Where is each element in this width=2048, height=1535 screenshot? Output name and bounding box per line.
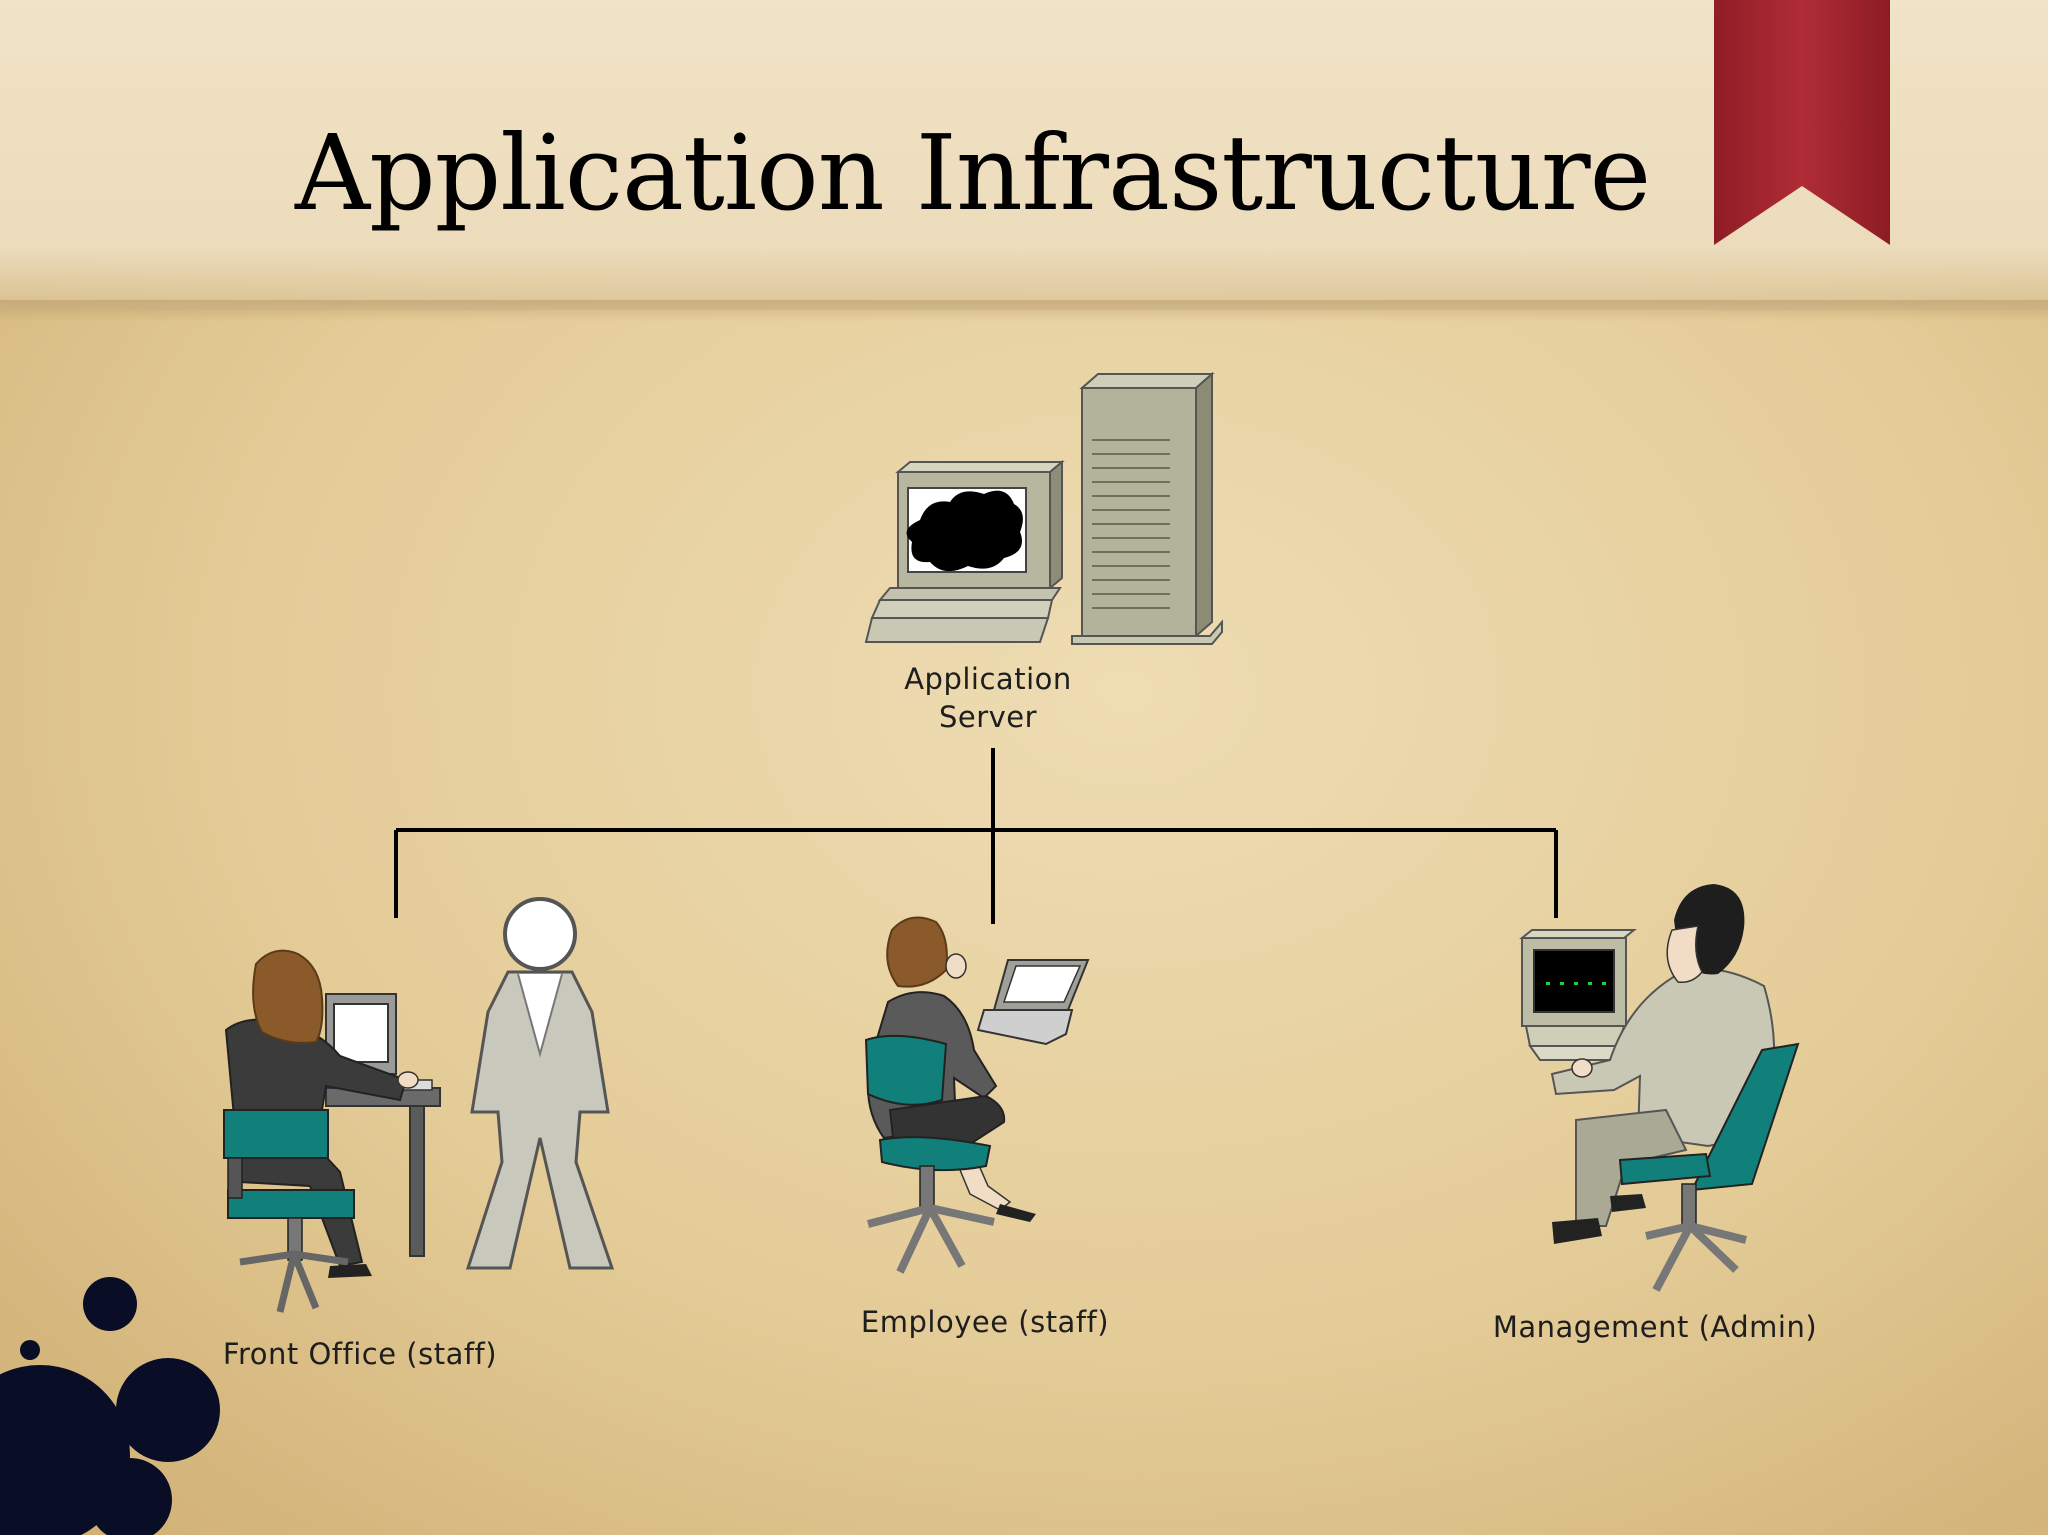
bookmark-ribbon: [1714, 0, 1890, 245]
server-icon: [864, 371, 1223, 645]
server-label-line2: Server: [938, 700, 1038, 734]
employee-label: Employee (staff): [860, 1305, 1110, 1339]
server-label-line1: Application: [904, 662, 1072, 696]
header-band: [0, 0, 2048, 310]
front-office-label: Front Office (staff): [222, 1337, 498, 1371]
crt-monitor-icon: [1519, 884, 1800, 1292]
server-label: Application Server: [888, 660, 1088, 736]
laptop-icon: [864, 916, 1090, 1274]
workstation-icon: [223, 949, 441, 1313]
ink-splatter: [0, 1277, 220, 1535]
header-shadow: [0, 300, 2048, 322]
person-icon: [465, 897, 615, 1270]
connector-lines: [394, 748, 1558, 924]
slide-title: Application Infrastructure: [295, 112, 1651, 234]
management-label: Management (Admin): [1492, 1310, 1818, 1344]
